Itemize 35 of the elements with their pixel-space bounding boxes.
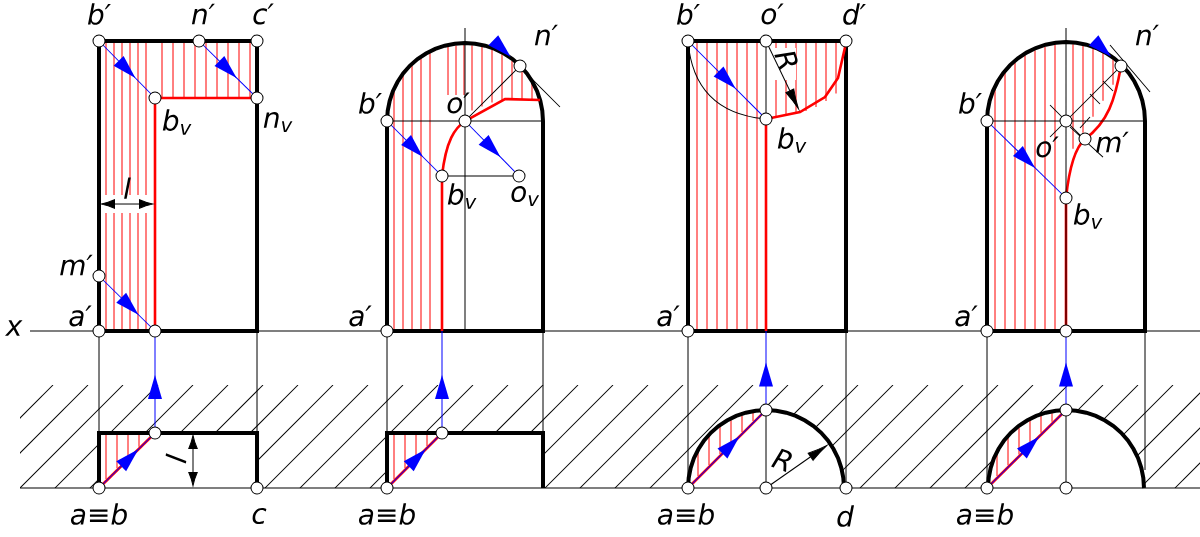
point-label: a≡b — [70, 503, 127, 525]
point-label: b′ — [958, 92, 982, 114]
point-label: o′ — [447, 92, 470, 114]
point-label: m′ — [60, 254, 93, 276]
point-label: c′ — [253, 3, 274, 25]
point-label: a′ — [657, 305, 680, 327]
point-label: m′ — [1096, 131, 1129, 153]
point-label: a≡b — [657, 503, 714, 525]
radius-label: R — [774, 51, 798, 71]
point-label: b′ — [676, 3, 700, 25]
point-label: n$_{v}$ — [263, 112, 293, 132]
point-label: a≡b — [956, 503, 1013, 525]
point-label: b$_{v}$ — [777, 127, 807, 153]
point-label: o$_{v}$ — [511, 186, 540, 206]
point-label: b$_{v}$ — [162, 109, 192, 135]
point-label: b′ — [87, 3, 111, 25]
point-label: a′ — [955, 305, 978, 327]
point-label: b$_{v}$ — [447, 183, 477, 209]
axis-label: x — [5, 320, 23, 336]
point-label: a′ — [349, 305, 372, 327]
radius-label: R — [771, 448, 792, 472]
point-label: n′ — [191, 3, 215, 25]
point-label: a′ — [69, 305, 92, 327]
point-label: o′ — [1036, 136, 1059, 158]
point-label: n′ — [1135, 24, 1159, 46]
point-label: n′ — [534, 24, 558, 46]
dimension-label: l — [124, 177, 131, 199]
point-label: o′ — [761, 3, 784, 25]
dimension-label: l — [165, 453, 187, 464]
point-label: b′ — [358, 92, 382, 114]
point-label: b$_{v}$ — [1073, 203, 1103, 229]
point-label: d′ — [843, 3, 866, 25]
point-label: c — [252, 507, 267, 525]
point-label: d — [837, 505, 855, 527]
point-label: a≡b — [358, 503, 415, 525]
